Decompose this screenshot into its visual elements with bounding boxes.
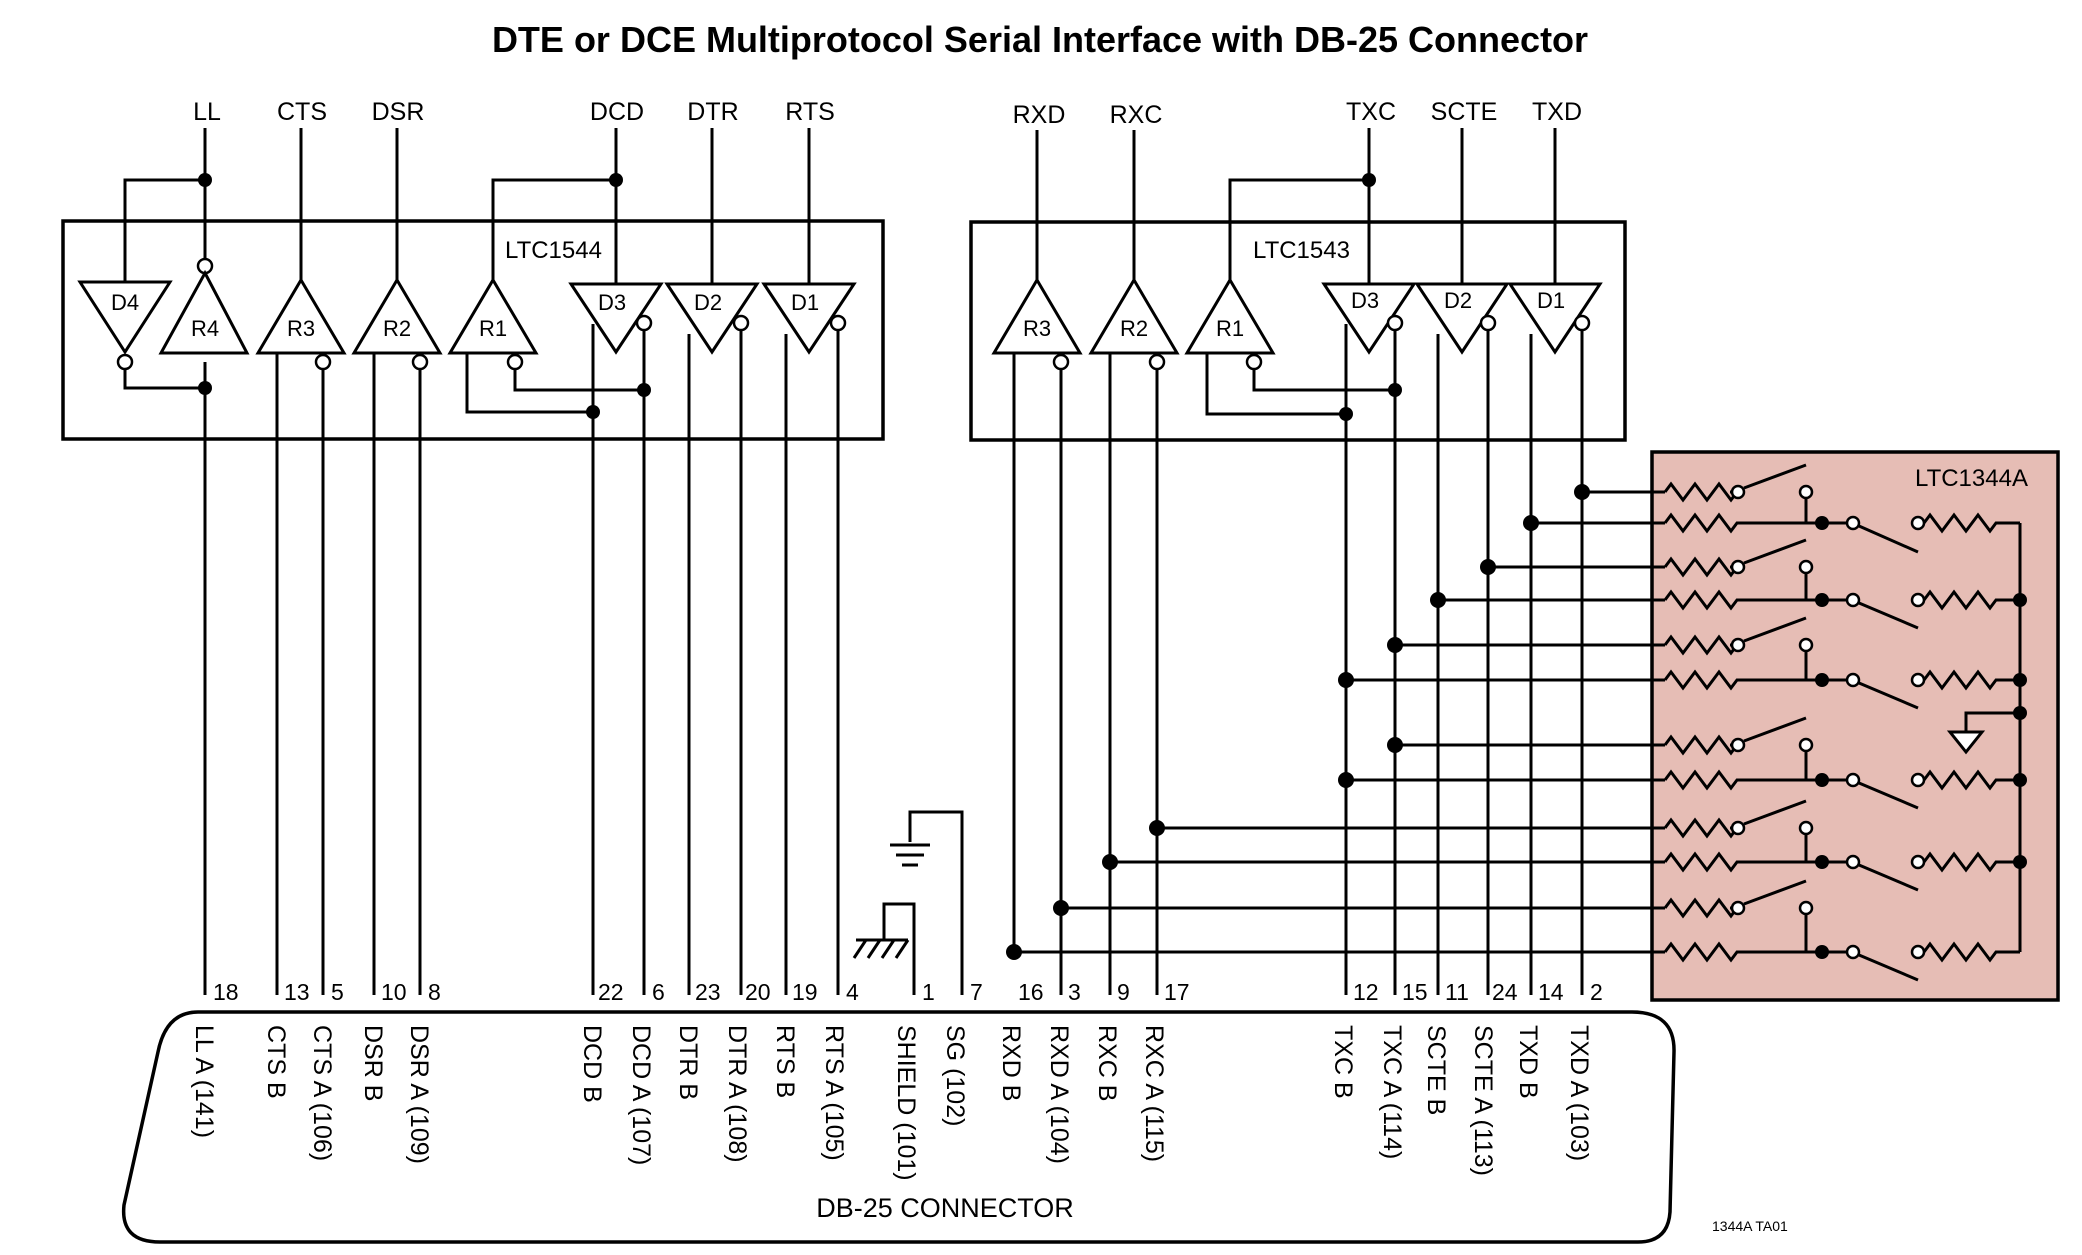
pin-number: 13 bbox=[284, 979, 310, 1005]
pin-number: 1 bbox=[922, 979, 935, 1005]
gate-d1-left: D1 bbox=[791, 290, 819, 315]
signal-label-cts: CTS bbox=[277, 98, 327, 126]
pin-number: 23 bbox=[695, 979, 721, 1005]
ltc1543-wiring bbox=[1006, 128, 1665, 995]
pin-number: 6 bbox=[652, 979, 665, 1005]
connector-pin-name: TXC A (114) bbox=[1378, 1025, 1406, 1159]
ltc1344a-switch-network bbox=[1663, 463, 2027, 982]
connector-pin-name: DCD A (107) bbox=[627, 1025, 655, 1165]
connector-pin-name: DTR B bbox=[674, 1025, 702, 1100]
connector-pin-names: LL A (141) CTS B CTS A (106) DSR B DSR A… bbox=[190, 1025, 1593, 1181]
signal-label-rts: RTS bbox=[785, 98, 835, 126]
ltc1344a-network bbox=[1650, 450, 2060, 1002]
gate-d3-left: D3 bbox=[598, 290, 626, 315]
gate-d3-mid: D3 bbox=[1351, 288, 1379, 313]
pin-number: 19 bbox=[792, 979, 818, 1005]
signal-label-scte: SCTE bbox=[1431, 98, 1498, 126]
chassis-ground-icon bbox=[852, 939, 910, 959]
pin-number: 22 bbox=[598, 979, 624, 1005]
signal-label-txd: TXD bbox=[1532, 98, 1582, 126]
connector-label: DB-25 CONNECTOR bbox=[816, 1193, 1074, 1223]
ltc1544-chip bbox=[61, 219, 885, 441]
connector-pin-name: RXC A (115) bbox=[1140, 1025, 1168, 1162]
gate-r3: R3 bbox=[287, 316, 315, 341]
connector-pin-name: TXD A (103) bbox=[1565, 1025, 1593, 1161]
gate-r4: R4 bbox=[191, 316, 219, 341]
connector-pin-name: TXC B bbox=[1329, 1025, 1357, 1099]
connector-pin-name: CTS A (106) bbox=[308, 1025, 336, 1161]
signal-label-dsr: DSR bbox=[372, 98, 425, 126]
signal-label-ll: LL bbox=[193, 98, 221, 126]
ltc1544-gates: D4 R4 R3 R2 R1 D3 D2 D1 bbox=[77, 257, 857, 371]
pin-number: 9 bbox=[1117, 979, 1130, 1005]
connector-pin-name: RXD A (104) bbox=[1045, 1025, 1073, 1164]
pin-number: 7 bbox=[970, 979, 983, 1005]
ltc1543-gates: R3 R2 R1 D3 D2 D1 bbox=[991, 277, 1603, 371]
pin-number: 10 bbox=[381, 979, 407, 1005]
pin-number: 12 bbox=[1353, 979, 1379, 1005]
gate-r2-mid: R2 bbox=[1120, 316, 1148, 341]
pin-numbers: 18 13 5 10 8 22 6 23 20 19 4 1 7 16 3 9 … bbox=[213, 979, 1603, 1005]
ltc1544-wiring bbox=[123, 128, 840, 995]
connector-pin-name: RXD B bbox=[997, 1025, 1025, 1101]
connector-pin-name: TXD B bbox=[1514, 1025, 1542, 1099]
pin-number: 15 bbox=[1402, 979, 1428, 1005]
connector-pin-name: DCD B bbox=[578, 1025, 606, 1103]
gate-r3-mid: R3 bbox=[1023, 316, 1051, 341]
connector-pin-name: RTS A (105) bbox=[820, 1025, 848, 1161]
pin-number: 11 bbox=[1445, 979, 1469, 1005]
diagram-title: DTE or DCE Multiprotocol Serial Interfac… bbox=[492, 19, 1588, 60]
connector-pin-name: RTS B bbox=[771, 1025, 799, 1098]
gate-d2-mid: D2 bbox=[1444, 288, 1472, 313]
connector-pin-name: DTR A (108) bbox=[723, 1025, 751, 1163]
connector-pin-name: DSR A (109) bbox=[405, 1025, 433, 1164]
gate-r1-mid: R1 bbox=[1216, 316, 1244, 341]
connector-pin-name: DSR B bbox=[359, 1025, 387, 1101]
pin-number: 14 bbox=[1538, 979, 1564, 1005]
gate-d2-left: D2 bbox=[694, 290, 722, 315]
ground-icon bbox=[1946, 730, 1986, 755]
connector-pin-name: SHIELD (101) bbox=[892, 1025, 920, 1181]
pin-number: 4 bbox=[846, 979, 859, 1005]
db25-connector-outline bbox=[121, 1010, 1676, 1244]
pin-number: 16 bbox=[1018, 979, 1044, 1005]
connector-pin-name: SCTE A (113) bbox=[1469, 1025, 1497, 1176]
pin-number: 2 bbox=[1590, 979, 1603, 1005]
pin-number: 5 bbox=[331, 979, 344, 1005]
signal-label-rxc: RXC bbox=[1110, 101, 1163, 129]
connector-pin-name: CTS B bbox=[262, 1025, 290, 1099]
signal-label-dcd: DCD bbox=[590, 98, 644, 126]
gate-d4: D4 bbox=[111, 290, 139, 315]
pin-number: 3 bbox=[1068, 979, 1081, 1005]
connector-pin-name: SCTE B bbox=[1422, 1025, 1450, 1115]
connector-pin-name: LL A (141) bbox=[190, 1025, 218, 1138]
pin-number: 20 bbox=[745, 979, 771, 1005]
connector-pin-name: SG (102) bbox=[941, 1025, 969, 1126]
signal-label-dtr: DTR bbox=[687, 98, 738, 126]
ground-symbols bbox=[852, 810, 964, 995]
ltc1543-chip bbox=[969, 220, 1627, 442]
connector-pin-name: RXC B bbox=[1093, 1025, 1121, 1101]
pin-number: 24 bbox=[1492, 979, 1518, 1005]
gate-r2: R2 bbox=[383, 316, 411, 341]
gate-r1: R1 bbox=[479, 316, 507, 341]
figure-reference: 1344A TA01 bbox=[1712, 1218, 1788, 1234]
ltc1543-label: LTC1543 bbox=[1253, 237, 1350, 264]
gate-d1-mid: D1 bbox=[1537, 288, 1565, 313]
pin-number: 8 bbox=[428, 979, 441, 1005]
ltc1544-label: LTC1544 bbox=[505, 237, 602, 264]
pin-number: 18 bbox=[213, 979, 239, 1005]
ltc1344a-label: LTC1344A bbox=[1915, 465, 2028, 492]
pin-number: 17 bbox=[1164, 979, 1190, 1005]
signal-label-rxd: RXD bbox=[1013, 101, 1066, 129]
signal-label-txc: TXC bbox=[1346, 98, 1396, 126]
